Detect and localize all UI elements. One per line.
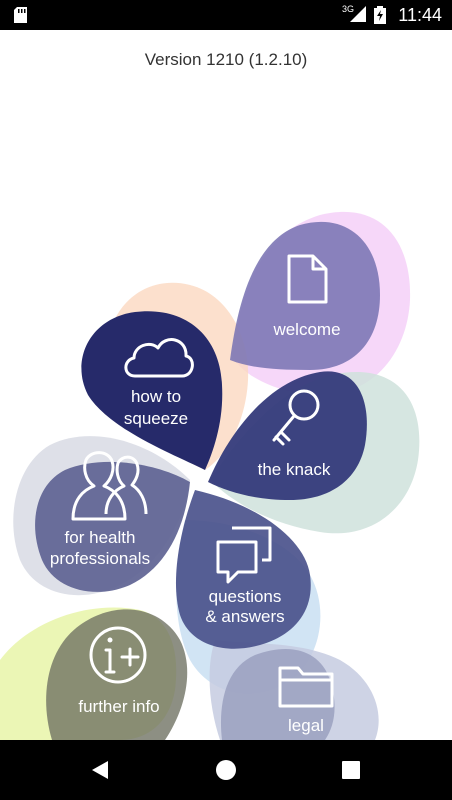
back-triangle-icon: [92, 761, 108, 779]
further-info-label: further info: [78, 697, 159, 716]
sd-card-icon: [14, 7, 27, 23]
info-plus-icon: [89, 626, 147, 684]
chat-bubbles-icon: [216, 526, 272, 584]
home-button[interactable]: [196, 740, 256, 800]
info-dot: [107, 637, 113, 643]
legal-petal[interactable]: [220, 648, 335, 740]
clock: 11:44: [398, 5, 442, 25]
document-icon: [287, 254, 328, 304]
folder-icon: [278, 666, 334, 708]
health-label-line1: for health: [65, 528, 136, 547]
home-circle-icon: [216, 760, 236, 780]
version-text: Version 1210 (1.2.10): [144, 50, 308, 69]
the-knack-petal[interactable]: [208, 371, 367, 500]
people-icon: [71, 451, 148, 521]
welcome-label: welcome: [272, 320, 340, 339]
key-icon: [272, 389, 320, 446]
cloud-icon: [124, 338, 194, 378]
health-label-line2: professionals: [50, 549, 150, 568]
recents-button[interactable]: [321, 740, 381, 800]
how-to-squeeze-label-line2: squeeze: [124, 409, 188, 428]
signal-icon: [350, 6, 366, 22]
further-info-petal[interactable]: [46, 609, 188, 740]
battery-icon: [374, 6, 386, 24]
recents-square-icon: [342, 761, 360, 779]
status-bar: 3G 11:44: [0, 0, 452, 30]
for-health-professionals-petal[interactable]: [35, 461, 191, 592]
qa-label-line2: & answers: [205, 607, 284, 626]
back-button[interactable]: [70, 740, 130, 800]
qa-label-line1: questions: [209, 587, 282, 606]
legal-label: legal: [288, 716, 324, 735]
questions-answers-petal[interactable]: [175, 490, 311, 649]
the-knack-label: the knack: [258, 460, 331, 479]
how-to-squeeze-label-line1: how to: [131, 387, 181, 406]
welcome-petal[interactable]: [230, 221, 380, 370]
navigation-bar: [0, 740, 452, 800]
network-type: 3G: [341, 4, 354, 14]
